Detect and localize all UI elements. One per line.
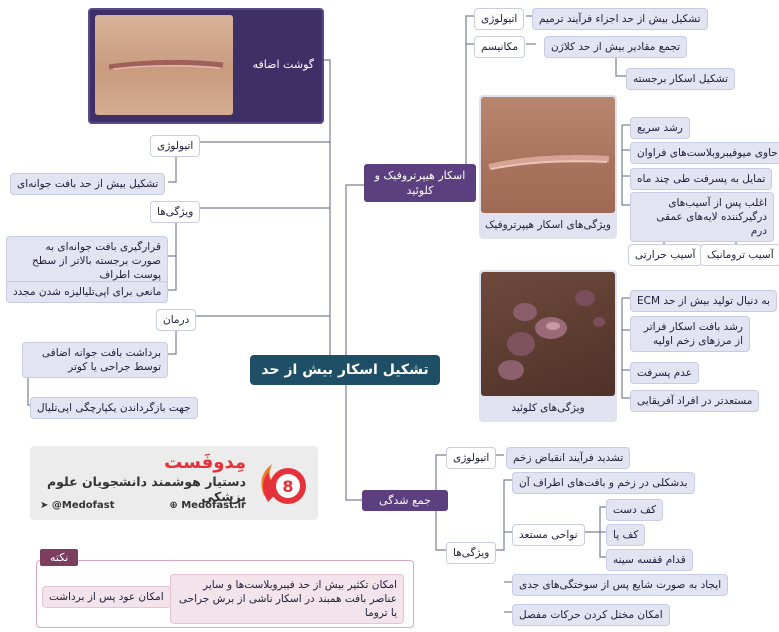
proud-flesh-title: گوشت اضافه — [252, 58, 314, 71]
mechanism-step-1: تجمع مقادیر بیش از حد کلاژن — [544, 36, 688, 58]
hypertrophic-photo-card: ویژگی‌های اسکار هیپرتروفیک — [479, 95, 617, 239]
prone-area-palm: کف دست — [606, 499, 663, 521]
hyper-feature-3: تمایل به پسرفت طی چند ماه — [630, 168, 773, 190]
contraction-etiology-label: اتیولوژی — [446, 447, 497, 469]
hyper-feature-2: حاوی میوفیبروبلاست‌های فراوان — [630, 142, 779, 164]
proud-feature-2: مانعی برای اپی‌تلیالیزه شدن مجدد — [6, 281, 169, 303]
hyper-etiology-text: تشکیل بیش از حد اجزاء فرآیند ترمیم — [532, 8, 708, 30]
logo-site: ⊕ Medofast.ir — [169, 500, 246, 511]
proud-features-label: ویژگی‌ها — [150, 201, 201, 223]
proud-etiology-text: تشکیل بیش از حد بافت جوانه‌ای — [10, 173, 166, 195]
proud-flesh-card: گوشت اضافه — [88, 8, 324, 124]
telegram-icon: ➤ — [40, 500, 52, 511]
scar-illustration — [108, 59, 224, 70]
keloid-feature-2: رشد بافت اسکار فراتر از مرزهای زخم اولیه — [630, 316, 750, 352]
keloid-drawing — [498, 290, 605, 380]
prone-area-chest: قدام قفسه سینه — [606, 549, 693, 571]
contraction-feature-joints: امکان مختل کردن حرکات مفصل — [512, 604, 670, 626]
proud-feature-1: قرارگیری بافت جوانه‌ای به صورت برجسته با… — [6, 236, 168, 286]
injury-traumatic: آسیب ترومانیک — [700, 244, 779, 266]
hypertrophic-branch: اسکار هیپرتروفیک و کلوئید — [364, 164, 476, 202]
svg-text:8: 8 — [282, 477, 293, 496]
hyper-etiology-label: اتیولوژی — [474, 8, 525, 30]
keloid-photo — [481, 272, 615, 396]
keloid-feature-4: مستعدتر در افراد آفریقایی — [630, 390, 760, 412]
contraction-etiology-text: تشدید فرآیند انقباض زخم — [506, 447, 631, 469]
logo-handle: ➤ @Medofast — [40, 500, 115, 511]
globe-icon: ⊕ — [169, 500, 182, 511]
mechanism-label: مکانیسم — [474, 36, 526, 58]
injury-thermal: آسیب حرارتی — [628, 244, 703, 266]
contraction-branch: جمع شدگی — [362, 490, 448, 511]
logo-icon: 8 — [254, 456, 310, 512]
prone-areas-label: نواحی مستعد — [512, 524, 585, 546]
hyper-feature-4: اغلب پس از آسیب‌های درگیرکننده لایه‌های … — [630, 192, 774, 242]
mechanism-step-2: تشکیل اسکار برجسته — [626, 68, 736, 90]
hypertrophic-caption: ویژگی‌های اسکار هیپرتروفیک — [485, 219, 611, 231]
proud-treatment-goal: جهت بازگرداندن یکپارچگی اپی‌تلیال — [30, 397, 198, 419]
keloid-caption: ویژگی‌های کلوئید — [511, 402, 585, 414]
prone-area-sole: کف پا — [606, 524, 646, 546]
proud-treatment-text: برداشت بافت جوانه اضافی توسط جراحی یا کو… — [22, 342, 168, 378]
proud-flesh-photo — [95, 15, 233, 115]
keloid-feature-3: عدم پسرفت — [630, 362, 700, 384]
contraction-feature-deform: بدشکلی در زخم و بافت‌های اطراف آن — [512, 472, 695, 494]
contraction-feature-burns: ایجاد به صورت شایع پس از سوختگی‌های جدی — [512, 574, 729, 596]
contraction-features-label: ویژگی‌ها — [446, 542, 497, 564]
logo-panel: 8 مِدوفَست دستیار هوشمند دانشجویان علوم … — [30, 446, 318, 520]
proud-treatment-label: درمان — [156, 309, 197, 331]
proud-etiology-label: اتیولوژی — [150, 135, 201, 157]
hypertrophic-photo — [481, 97, 615, 213]
hypertrophic-scar-drawing — [488, 155, 610, 170]
note-right-text: امکان تکثیر بیش از حد فیبروبلاست‌ها و سا… — [170, 574, 404, 624]
note-left-text: امکان عود پس از برداشت — [42, 586, 171, 608]
keloid-feature-1: به دنبال تولید بیش از حد ECM — [630, 290, 777, 312]
hyper-feature-1: رشد سریع — [630, 117, 690, 139]
keloid-photo-card: ویژگی‌های کلوئید — [479, 270, 617, 422]
logo-brand: مِدوفَست — [164, 452, 246, 473]
central-topic: تشکیل اسکار بیش از حد — [250, 355, 440, 385]
note-tag: نکته — [40, 549, 79, 566]
logo-tagline: دستیار هوشمند دانشجویان علوم پزشکی — [46, 474, 246, 504]
